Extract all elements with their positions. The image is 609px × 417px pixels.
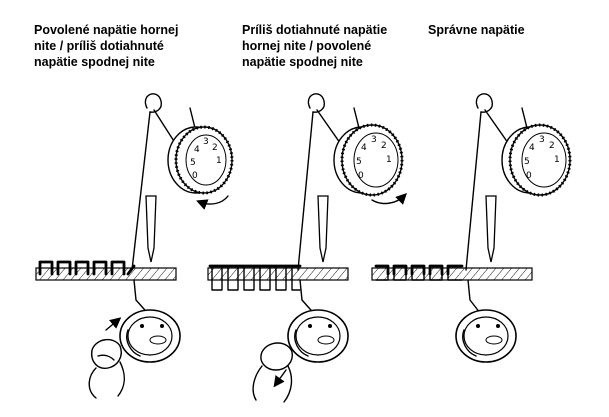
rotation-arrow	[371, 193, 407, 205]
bobbin-case	[455, 279, 517, 363]
dial-number: 3	[539, 135, 545, 145]
dial-number: 5	[190, 158, 196, 168]
tension-dial: 0 5 4 3 2 1	[501, 123, 572, 197]
thread-guide-hook	[144, 93, 163, 113]
panel-3-diagram: 0 5 4 3 2 1	[371, 93, 572, 363]
rotation-arrow	[196, 195, 229, 210]
dial-number: 1	[386, 155, 392, 165]
fabric	[207, 267, 349, 281]
needle	[145, 195, 157, 263]
panel-1-diagram: 0 5 4 3 2 1	[35, 93, 234, 399]
finger	[88, 339, 125, 399]
needle	[317, 195, 329, 263]
dial-number: 0	[358, 171, 364, 181]
bobbin-case	[119, 279, 181, 363]
dial-number: 4	[529, 143, 535, 153]
lower-stitches	[375, 273, 463, 281]
bobbin-arrow	[105, 317, 122, 331]
upper-stitches	[374, 264, 464, 276]
dial-number: 0	[526, 171, 532, 181]
bobbin-arrow	[273, 369, 287, 388]
dial-number: 1	[554, 155, 560, 165]
dial-number: 2	[381, 141, 387, 151]
panel-2-diagram: 0 5 4 3 2 1	[207, 93, 407, 403]
tension-dial: 0 5 4 3 2 1	[333, 123, 404, 197]
dial-number: 5	[524, 157, 530, 167]
panel-2-caption: Príliš dotiahnuté napätie hornej nite / …	[242, 23, 388, 69]
upper-stitches	[38, 260, 136, 276]
dial-number: 4	[194, 145, 200, 155]
panel-1-caption: Povolené napätie hornej nite / príliš do…	[34, 23, 179, 69]
tension-dial: 0 5 4 3 2 1	[167, 125, 234, 195]
bobbin-case	[287, 279, 349, 363]
dial-number: 3	[203, 137, 209, 147]
lower-stitches	[211, 265, 301, 291]
thread-guide-hook	[475, 93, 494, 113]
dial-number: 1	[216, 156, 222, 166]
dial-number: 4	[361, 143, 367, 153]
dial-number: 2	[212, 143, 218, 153]
dial-number: 3	[371, 135, 377, 145]
fabric	[371, 267, 533, 281]
panel-3-caption: Správne napätie	[428, 23, 525, 37]
finger	[252, 342, 293, 403]
dial-number: 2	[549, 141, 555, 151]
dial-number: 5	[356, 157, 362, 167]
thread-guide-hook	[307, 93, 326, 113]
needle	[485, 195, 497, 263]
dial-number: 0	[192, 171, 198, 181]
